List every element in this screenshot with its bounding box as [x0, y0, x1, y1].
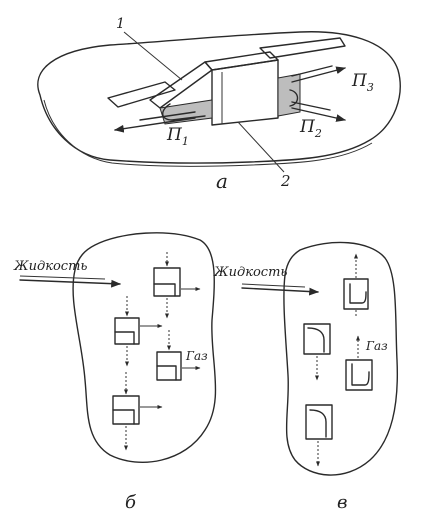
panel-c-vane-3: Газ	[345, 335, 388, 391]
panel-b-vane-1	[153, 252, 201, 319]
panel-b-vane-3: Газ	[156, 330, 208, 381]
flow-p2-letter: П	[299, 117, 316, 137]
panel-c-caption: в	[337, 492, 347, 513]
vane-1-body	[153, 267, 181, 297]
tab-left	[107, 81, 176, 108]
c-vane-4-lip	[309, 409, 327, 438]
flow-arrow-p2-inner	[291, 101, 331, 111]
panel-b-plate	[72, 232, 217, 463]
flow-p1-sub: 1	[182, 135, 189, 148]
c-vane-3-body	[345, 359, 373, 391]
panel-b-inflow-arrow	[19, 279, 121, 288]
flow-arrow-p1-inner	[139, 111, 196, 121]
panel-c-vane-1	[343, 253, 369, 316]
c-vane-1-lip	[349, 283, 367, 304]
panel-c-plate	[283, 241, 399, 476]
c-vane-3-lip	[351, 363, 370, 386]
c-vane-1-body	[343, 278, 369, 310]
panel-c-inflow-arrow	[241, 287, 319, 296]
channel-right	[289, 89, 299, 107]
flow-p3-sub: 3	[367, 81, 374, 94]
callout-1: 1	[116, 16, 125, 32]
flow-arrow-p1	[114, 117, 196, 133]
panel-c-vane-4	[305, 404, 333, 467]
flow-arrow-p3	[291, 66, 346, 83]
c-vane-2-body	[303, 323, 331, 355]
panel-c-gas-label: Газ	[365, 339, 388, 353]
flow-p2-sub: 2	[314, 127, 322, 140]
flow-p1-letter: П	[166, 125, 183, 145]
panel-c-inflow-arrow-inner	[241, 283, 306, 288]
panel-b: Жидкость Газ	[13, 232, 217, 513]
flow-label-p3: П3	[351, 71, 374, 94]
leader-2	[237, 121, 285, 173]
flow-p3-letter: П	[351, 71, 368, 91]
panel-c-inflow-label: Жидкость	[213, 265, 288, 280]
panel-b-gas-label: Газ	[185, 349, 208, 363]
panel-a-caption: а	[216, 169, 228, 193]
panel-a-plate-edge	[43, 99, 373, 167]
vane-3-lip	[156, 365, 177, 381]
panel-b-vane-2	[114, 296, 163, 367]
callout-2: 2	[280, 172, 291, 190]
flow-arrow-p3-inner	[291, 65, 333, 77]
panel-c-vane-2	[303, 323, 331, 381]
panel-a-plate	[37, 31, 401, 164]
vane-2-body	[114, 317, 140, 345]
vane-2-lip	[114, 331, 135, 345]
tab-strip	[259, 37, 346, 59]
channel-left	[162, 103, 206, 121]
panel-b-inflow-label: Жидкость	[13, 259, 88, 274]
panel-a: 1 2 П1 П2 П3 а	[37, 16, 401, 193]
c-vane-2-lip	[307, 327, 325, 353]
c-vane-4-body	[305, 404, 333, 440]
vane-1-lip	[153, 283, 176, 297]
flow-arrow-p2	[291, 107, 346, 122]
panel-c: Жидкость Газ в	[213, 241, 399, 513]
flow-label-p2: П2	[299, 117, 322, 140]
panel-b-vane-4	[112, 372, 163, 451]
leader-1	[123, 31, 183, 81]
vane-4-lip	[112, 409, 135, 425]
opening-left	[159, 99, 213, 125]
panel-b-inflow-arrow-inner	[19, 275, 106, 280]
flow-label-p1: П1	[166, 125, 189, 148]
panel-b-caption: б	[125, 492, 137, 513]
